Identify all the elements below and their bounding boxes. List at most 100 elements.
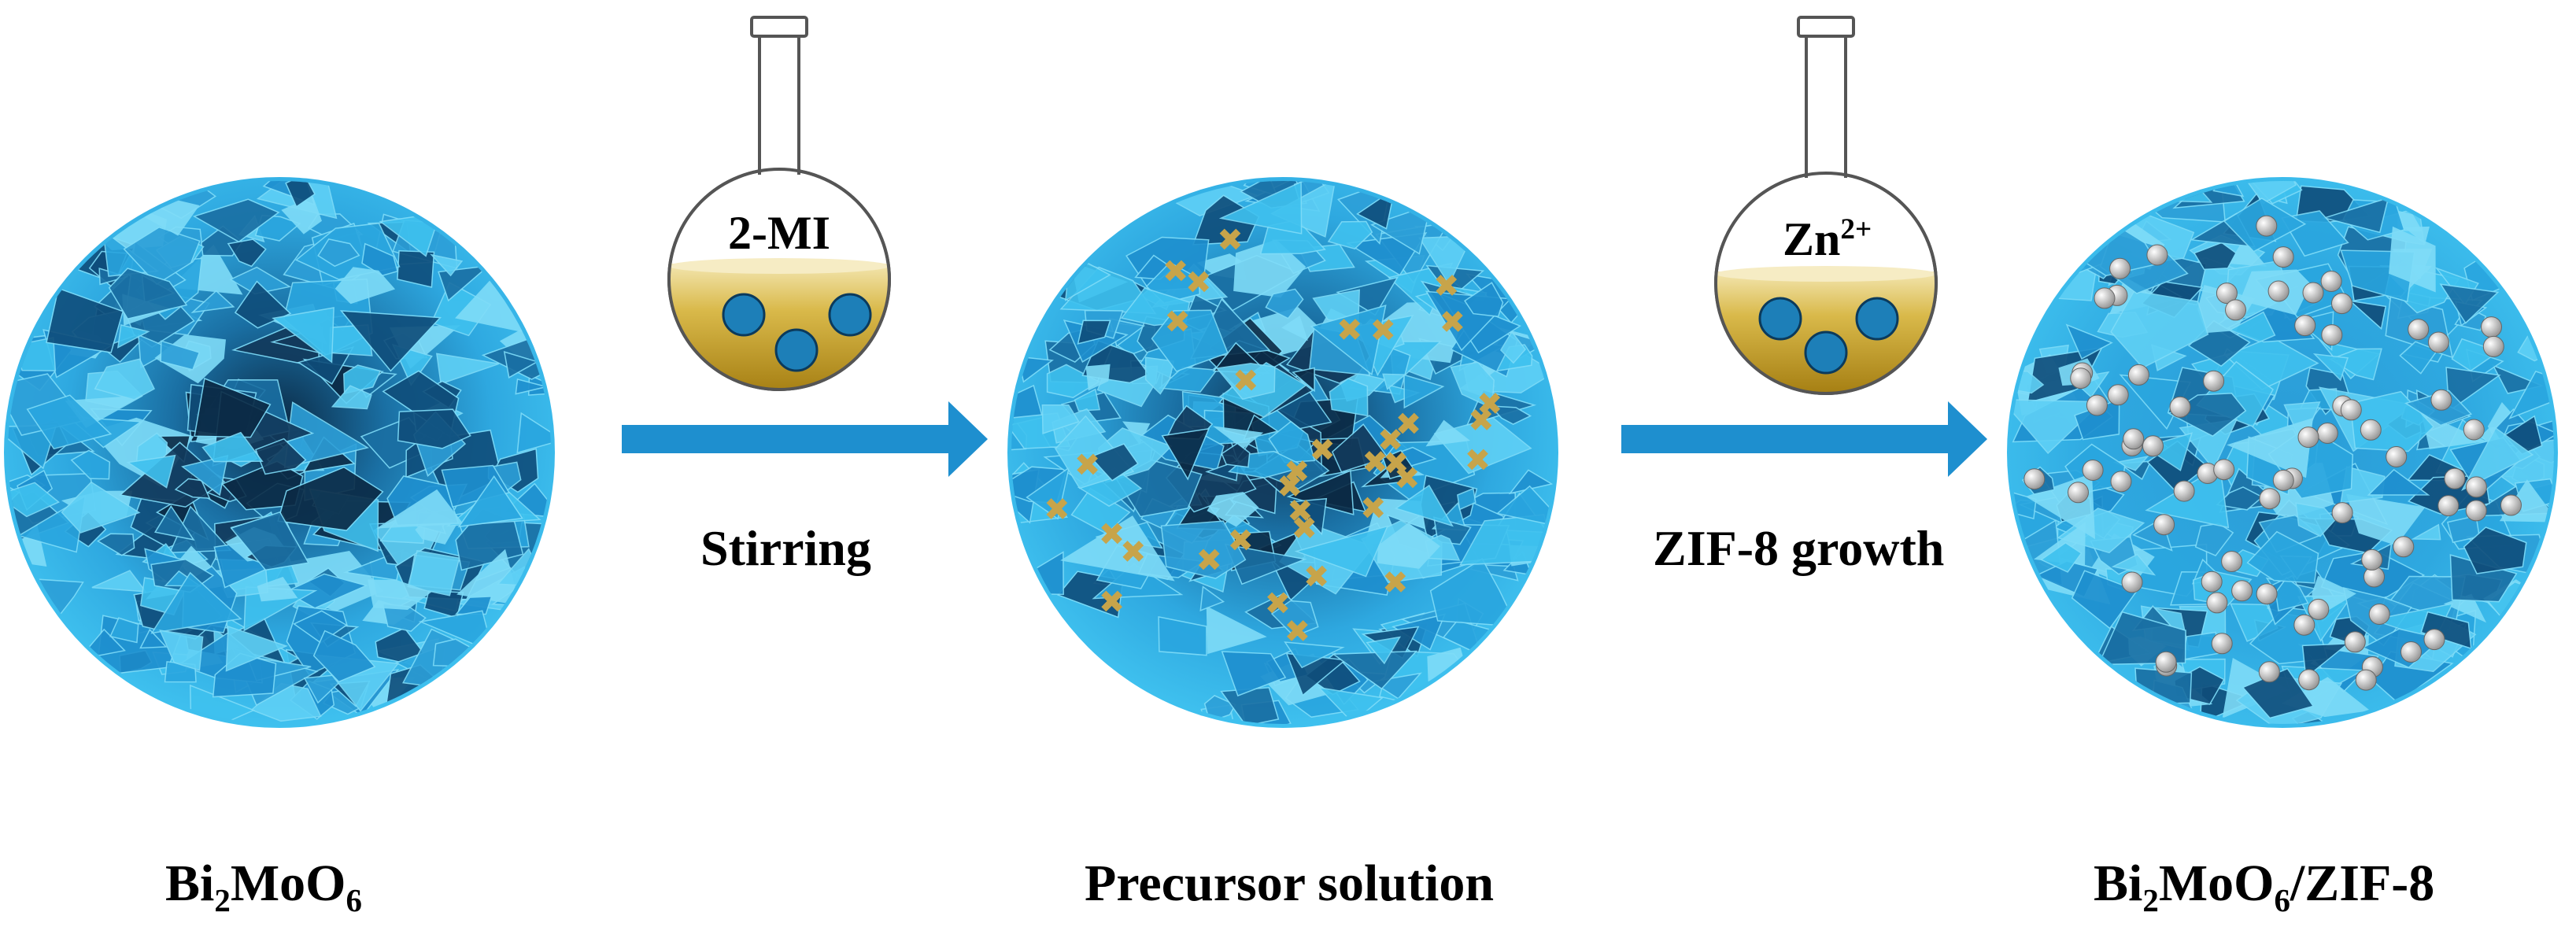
flask-label-zn: Zn2+ — [1783, 213, 1872, 265]
cross-marker: ✖ — [1395, 406, 1422, 442]
cross-marker: ✖ — [1360, 491, 1387, 527]
zif8-bead — [2423, 629, 2445, 651]
zif8-bead — [2400, 641, 2422, 663]
zif8-bead — [2465, 500, 2487, 522]
zif8-bead — [2094, 287, 2116, 309]
zif8-particles — [2023, 215, 2522, 691]
bi2moo6-sphere — [4, 177, 555, 728]
cross-marker: ✖ — [1265, 585, 1292, 622]
zif8-bead — [2361, 548, 2383, 571]
zif8-bead — [2070, 367, 2092, 390]
zif8-bead — [2308, 598, 2330, 620]
zif8-bead — [2109, 257, 2131, 279]
zif8-bead — [2482, 335, 2504, 357]
cross-marker: ✖ — [1044, 492, 1070, 528]
2mi-markers: ✖✖✖✖✖✖✖✖✖✖✖✖✖✖✖✖✖✖✖✖✖✖✖✖✖✖✖✖✖✖✖✖✖✖ — [1044, 223, 1502, 651]
cross-marker: ✖ — [1336, 312, 1363, 349]
cross-marker: ✖ — [1476, 386, 1503, 423]
cross-marker: ✖ — [1233, 363, 1259, 399]
cross-marker: ✖ — [1164, 304, 1191, 340]
flask-particles — [1758, 297, 1899, 375]
zif8-bead — [2203, 370, 2225, 392]
zif8-bead — [2068, 482, 2089, 504]
cross-marker: ✖ — [1284, 454, 1310, 490]
step-label-zif-growth: ZIF-8 growth — [1653, 520, 1945, 576]
cross-marker: ✖ — [1227, 523, 1254, 559]
zif8-bead — [2211, 633, 2233, 655]
cross-marker: ✖ — [1277, 469, 1303, 505]
zif8-bead — [2258, 661, 2280, 683]
zif8-bead — [2256, 215, 2278, 237]
zif8-bead — [2082, 460, 2104, 481]
cross-marker: ✖ — [1074, 448, 1101, 484]
zif8-bead — [2221, 551, 2243, 572]
zif8-bead — [2393, 536, 2415, 558]
zif8-bead — [2355, 669, 2377, 691]
zif8-bead — [2259, 488, 2281, 510]
zif8-bead — [2127, 364, 2149, 386]
zif8-bead — [2294, 315, 2316, 337]
zif8-bead — [2201, 571, 2223, 593]
flask-label-2mi: 2-MI — [728, 207, 830, 259]
zif8-bead — [2321, 324, 2343, 346]
zif8-bead — [2086, 394, 2108, 416]
cross-marker: ✖ — [1382, 565, 1409, 601]
zif8-bead — [2169, 396, 2191, 418]
cross-marker: ✖ — [1362, 445, 1388, 481]
cross-marker: ✖ — [1284, 614, 1311, 650]
flask-zn — [1714, 16, 1938, 395]
cross-marker: ✖ — [1465, 442, 1491, 478]
cross-marker: ✖ — [1377, 423, 1404, 459]
label-bi2moo6: Bi2MoO6 — [165, 855, 362, 919]
zif8-bead — [2225, 299, 2246, 321]
cross-marker: ✖ — [1440, 305, 1466, 341]
zif8-bead — [2155, 651, 2177, 673]
zif8-bead — [2297, 427, 2319, 449]
cross-marker: ✖ — [1196, 543, 1223, 579]
cross-marker: ✖ — [1099, 585, 1125, 621]
zif8-bead — [2408, 319, 2430, 341]
cross-marker: ✖ — [1433, 268, 1460, 305]
arrow-stirring — [622, 401, 988, 477]
cross-marker: ✖ — [1162, 254, 1189, 290]
zif8-bead — [2463, 419, 2485, 441]
zif8-bead — [2146, 244, 2168, 266]
step-label-stirring: Stirring — [700, 520, 871, 576]
cross-marker: ✖ — [1383, 445, 1410, 482]
precursor-sphere: ✖✖✖✖✖✖✖✖✖✖✖✖✖✖✖✖✖✖✖✖✖✖✖✖✖✖✖✖✖✖✖✖✖✖ — [1007, 177, 1558, 728]
zif8-bead — [2121, 571, 2143, 593]
composite-sphere — [2007, 177, 2558, 728]
zif8-bead — [2023, 468, 2046, 490]
zif8-bead — [2272, 246, 2294, 268]
zif8-bead — [2437, 495, 2460, 517]
zif8-bead — [2331, 293, 2352, 315]
label-bi2moo6-zif8: Bi2MoO6/ZIF-8 — [2094, 855, 2435, 919]
zif8-bead — [2368, 604, 2390, 625]
zif8-bead — [2360, 419, 2382, 441]
zif8-bead — [2213, 459, 2235, 481]
zif8-bead — [2173, 480, 2195, 502]
cross-marker: ✖ — [1292, 511, 1318, 547]
cross-marker: ✖ — [1303, 559, 1330, 595]
zif8-bead — [2153, 514, 2175, 536]
zif8-bead — [2427, 331, 2449, 353]
zif8-bead — [2107, 384, 2129, 406]
zif8-bead — [2298, 669, 2320, 691]
zif8-bead — [2206, 592, 2228, 614]
cross-marker: ✖ — [1287, 493, 1314, 530]
cross-marker: ✖ — [1120, 534, 1147, 571]
zif8-bead — [2444, 467, 2466, 489]
cross-marker: ✖ — [1099, 517, 1125, 553]
zif8-bead — [2500, 494, 2522, 516]
zif8-bead — [2216, 283, 2238, 305]
cross-marker: ✖ — [1370, 313, 1397, 349]
zif8-bead — [2293, 614, 2315, 636]
flask-particles — [722, 293, 872, 372]
zif8-bead — [2123, 428, 2145, 450]
zif8-bead — [2481, 316, 2502, 338]
zif8-bead — [2316, 423, 2338, 444]
zif8-bead — [2272, 469, 2294, 491]
cross-marker: ✖ — [1468, 403, 1495, 439]
cross-marker: ✖ — [1309, 432, 1336, 468]
